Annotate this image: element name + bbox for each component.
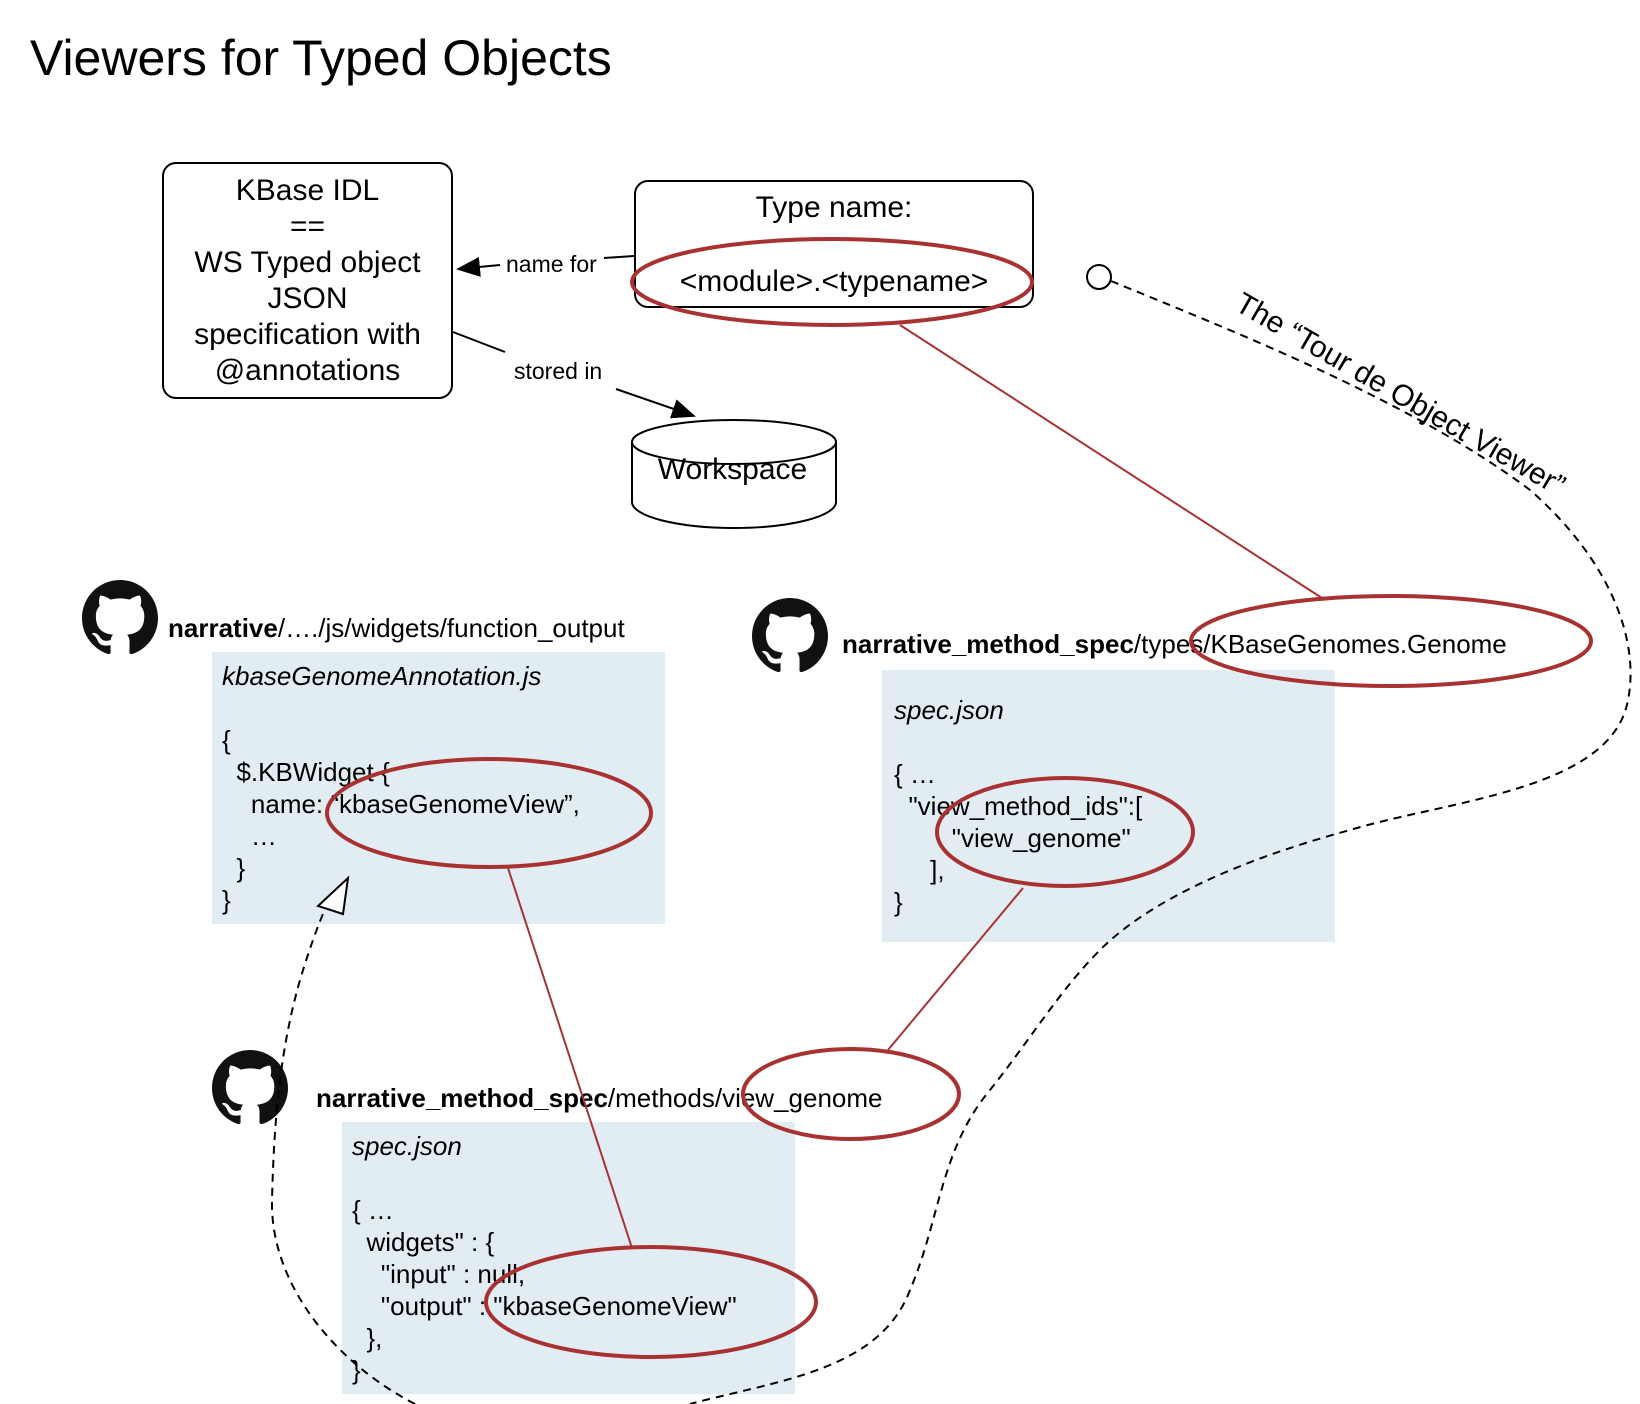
connector-type-to-types bbox=[899, 324, 1326, 601]
github-icon bbox=[752, 598, 828, 673]
idl-line: JSON bbox=[267, 281, 348, 315]
code-file-name: kbaseGenomeAnnotation.js bbox=[222, 661, 542, 691]
stored-in-line bbox=[452, 331, 506, 353]
idl-line: specification with bbox=[194, 317, 421, 351]
type-name-value: <module>.<typename> bbox=[679, 265, 989, 298]
code-panel-types-spec: spec.json { … "view_method_ids":[ "view_… bbox=[882, 670, 1335, 942]
tour-start-marker bbox=[1086, 264, 1112, 290]
repo-heading-types: narrative_method_spec/types/KBaseGenomes… bbox=[842, 628, 1507, 660]
repo-heading-widgets: narrative/…./js/widgets/function_output bbox=[168, 612, 625, 644]
idl-line: @annotations bbox=[214, 353, 401, 387]
name-for-arrow bbox=[456, 256, 501, 277]
code-panel-methods-spec: spec.json { … widgets" : { "input" : nul… bbox=[342, 1122, 795, 1394]
code-file-name: spec.json bbox=[352, 1131, 462, 1161]
repo-name: narrative bbox=[168, 613, 278, 643]
page-title: Viewers for Typed Objects bbox=[30, 30, 612, 86]
repo-path: /…./js/widgets/function_output bbox=[277, 613, 625, 643]
workspace-label: Workspace bbox=[657, 453, 808, 486]
code-file-name: spec.json bbox=[894, 695, 1004, 725]
code-snippet: { … "view_method_ids":[ "view_genome" ],… bbox=[894, 759, 1143, 917]
github-icon bbox=[82, 580, 158, 655]
code-panel-widget-js: kbaseGenomeAnnotation.js { $.KBWidget { … bbox=[212, 652, 665, 924]
code-snippet: { … widgets" : { "input" : null, "output… bbox=[352, 1195, 737, 1385]
idl-line: == bbox=[289, 209, 326, 243]
idl-box: KBase IDL == WS Typed object JSON specif… bbox=[162, 162, 453, 399]
tour-label: The “Tour de Object Viewer” bbox=[1229, 286, 1571, 503]
name-for-label: name for bbox=[502, 250, 601, 278]
repo-path: /types/KBaseGenomes.Genome bbox=[1133, 629, 1507, 659]
repo-heading-methods: narrative_method_spec/methods/view_genom… bbox=[316, 1082, 883, 1114]
type-name-title: Type name: bbox=[755, 191, 913, 224]
idl-line: WS Typed object bbox=[194, 245, 421, 279]
name-for-line bbox=[603, 255, 635, 259]
code-snippet: { $.KBWidget { name: “kbaseGenomeView”, … bbox=[222, 725, 580, 915]
idl-line: KBase IDL bbox=[235, 173, 380, 207]
stored-in-label: stored in bbox=[510, 357, 607, 385]
github-icon bbox=[212, 1050, 288, 1125]
repo-name: narrative_method_spec bbox=[316, 1083, 608, 1113]
repo-path: /methods/view_genome bbox=[607, 1083, 883, 1113]
repo-name: narrative_method_spec bbox=[842, 629, 1134, 659]
